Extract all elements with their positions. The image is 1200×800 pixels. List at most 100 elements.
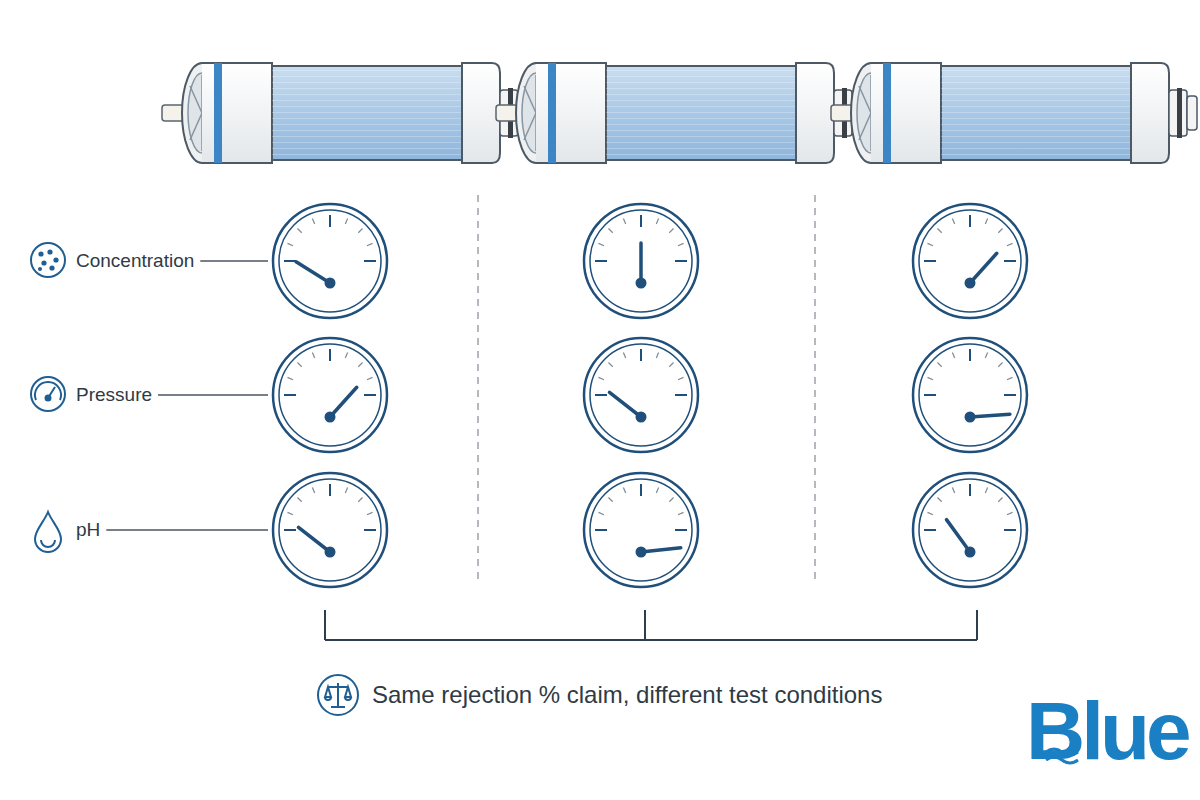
gauge-tick bbox=[364, 394, 376, 396]
gauge-tick bbox=[985, 488, 987, 494]
gauge-tick bbox=[599, 243, 605, 245]
gauge-tick bbox=[288, 243, 294, 245]
gauge-tick bbox=[367, 512, 373, 514]
gauge-tick bbox=[924, 260, 936, 262]
gauge bbox=[273, 204, 387, 318]
gauge-tick bbox=[1007, 512, 1013, 514]
concentration-icon bbox=[31, 243, 65, 277]
gauge bbox=[584, 204, 698, 318]
gauge-needle bbox=[298, 527, 330, 552]
leader-line bbox=[200, 260, 268, 261]
gauge-face bbox=[279, 210, 381, 312]
gauge-tick bbox=[952, 353, 954, 359]
gauge-tick bbox=[969, 349, 971, 361]
gauge-tick bbox=[297, 228, 301, 232]
gauge-face bbox=[590, 344, 692, 446]
gauge-pivot bbox=[636, 412, 647, 423]
gauge-tick bbox=[608, 497, 612, 501]
gauge bbox=[584, 338, 698, 452]
gauge-tick bbox=[969, 484, 971, 496]
gauge bbox=[913, 204, 1027, 318]
gauge-tick bbox=[1007, 377, 1013, 379]
gauge-face bbox=[590, 210, 692, 312]
gauge-tick bbox=[364, 260, 376, 262]
gauge-tick bbox=[358, 362, 362, 366]
gauge-tick bbox=[1004, 394, 1016, 396]
gauge-needle bbox=[296, 262, 330, 283]
gauge-tick bbox=[608, 362, 612, 366]
gauge-tick bbox=[284, 394, 296, 396]
leader-line bbox=[106, 529, 268, 530]
gauge-tick bbox=[985, 219, 987, 225]
gauge-rim bbox=[584, 204, 698, 318]
grouping-bracket bbox=[325, 610, 977, 640]
row-label: Concentration bbox=[76, 250, 194, 272]
gauge-tick bbox=[623, 353, 625, 359]
gauge-tick bbox=[367, 377, 373, 379]
gauge-tick bbox=[656, 488, 658, 494]
gauge-tick bbox=[640, 484, 642, 496]
gauge-pivot bbox=[325, 547, 336, 558]
gauge-tick bbox=[985, 353, 987, 359]
separator bbox=[814, 195, 816, 580]
gauge-needle bbox=[639, 243, 643, 283]
gauge-pivot bbox=[965, 278, 976, 289]
gauge-tick bbox=[345, 488, 347, 494]
gauge-pivot bbox=[325, 278, 336, 289]
gauge-tick bbox=[937, 362, 941, 366]
gauge-tick bbox=[364, 529, 376, 531]
gauge-tick bbox=[656, 219, 658, 225]
gauge-tick bbox=[358, 497, 362, 501]
gauge-tick bbox=[924, 529, 936, 531]
gauge-pivot bbox=[965, 412, 976, 423]
gauge-tick bbox=[998, 497, 1002, 501]
gauge-face bbox=[919, 344, 1021, 446]
gauge-tick bbox=[312, 353, 314, 359]
gauge-tick bbox=[669, 497, 673, 501]
gauge-tick bbox=[998, 362, 1002, 366]
gauge-face bbox=[279, 479, 381, 581]
row-label: Pressure bbox=[76, 384, 152, 406]
gauge-tick bbox=[675, 529, 687, 531]
gauge-pivot bbox=[636, 547, 647, 558]
brand-logo: Blue bbox=[1026, 690, 1188, 772]
gauge-tick bbox=[288, 512, 294, 514]
gauge-tick bbox=[358, 228, 362, 232]
gauge-needle bbox=[946, 520, 970, 552]
gauge-tick bbox=[284, 260, 296, 262]
gauge-tick bbox=[329, 349, 331, 361]
gauge-tick bbox=[998, 228, 1002, 232]
gauge-rim bbox=[913, 338, 1027, 452]
gauge-rim bbox=[273, 338, 387, 452]
gauge-tick bbox=[288, 377, 294, 379]
gauge-needle bbox=[609, 392, 641, 417]
gauge-tick bbox=[937, 497, 941, 501]
gauge-pivot bbox=[636, 278, 647, 289]
gauge bbox=[913, 473, 1027, 587]
row-label: pH bbox=[76, 519, 100, 541]
gauge-rim bbox=[913, 204, 1027, 318]
separator bbox=[477, 195, 479, 580]
gauge-tick bbox=[952, 488, 954, 494]
gauge-tick bbox=[952, 219, 954, 225]
gauge-rim bbox=[273, 204, 387, 318]
ph-drop-icon bbox=[35, 512, 61, 552]
gauge-tick bbox=[675, 260, 687, 262]
gauge-tick bbox=[345, 219, 347, 225]
gauge-tick bbox=[297, 497, 301, 501]
gauge-face bbox=[919, 479, 1021, 581]
gauge-tick bbox=[595, 529, 607, 531]
gauge bbox=[273, 473, 387, 587]
gauge-tick bbox=[1004, 529, 1016, 531]
leader-line bbox=[158, 394, 268, 395]
gauge-needle bbox=[970, 253, 997, 283]
membrane-cartridge bbox=[162, 63, 528, 163]
gauge bbox=[913, 338, 1027, 452]
gauge-tick bbox=[656, 353, 658, 359]
membrane-cartridge bbox=[831, 63, 1197, 163]
gauge-rim bbox=[913, 473, 1027, 587]
gauge-tick bbox=[623, 219, 625, 225]
gauge-tick bbox=[675, 394, 687, 396]
gauge-tick bbox=[1007, 243, 1013, 245]
